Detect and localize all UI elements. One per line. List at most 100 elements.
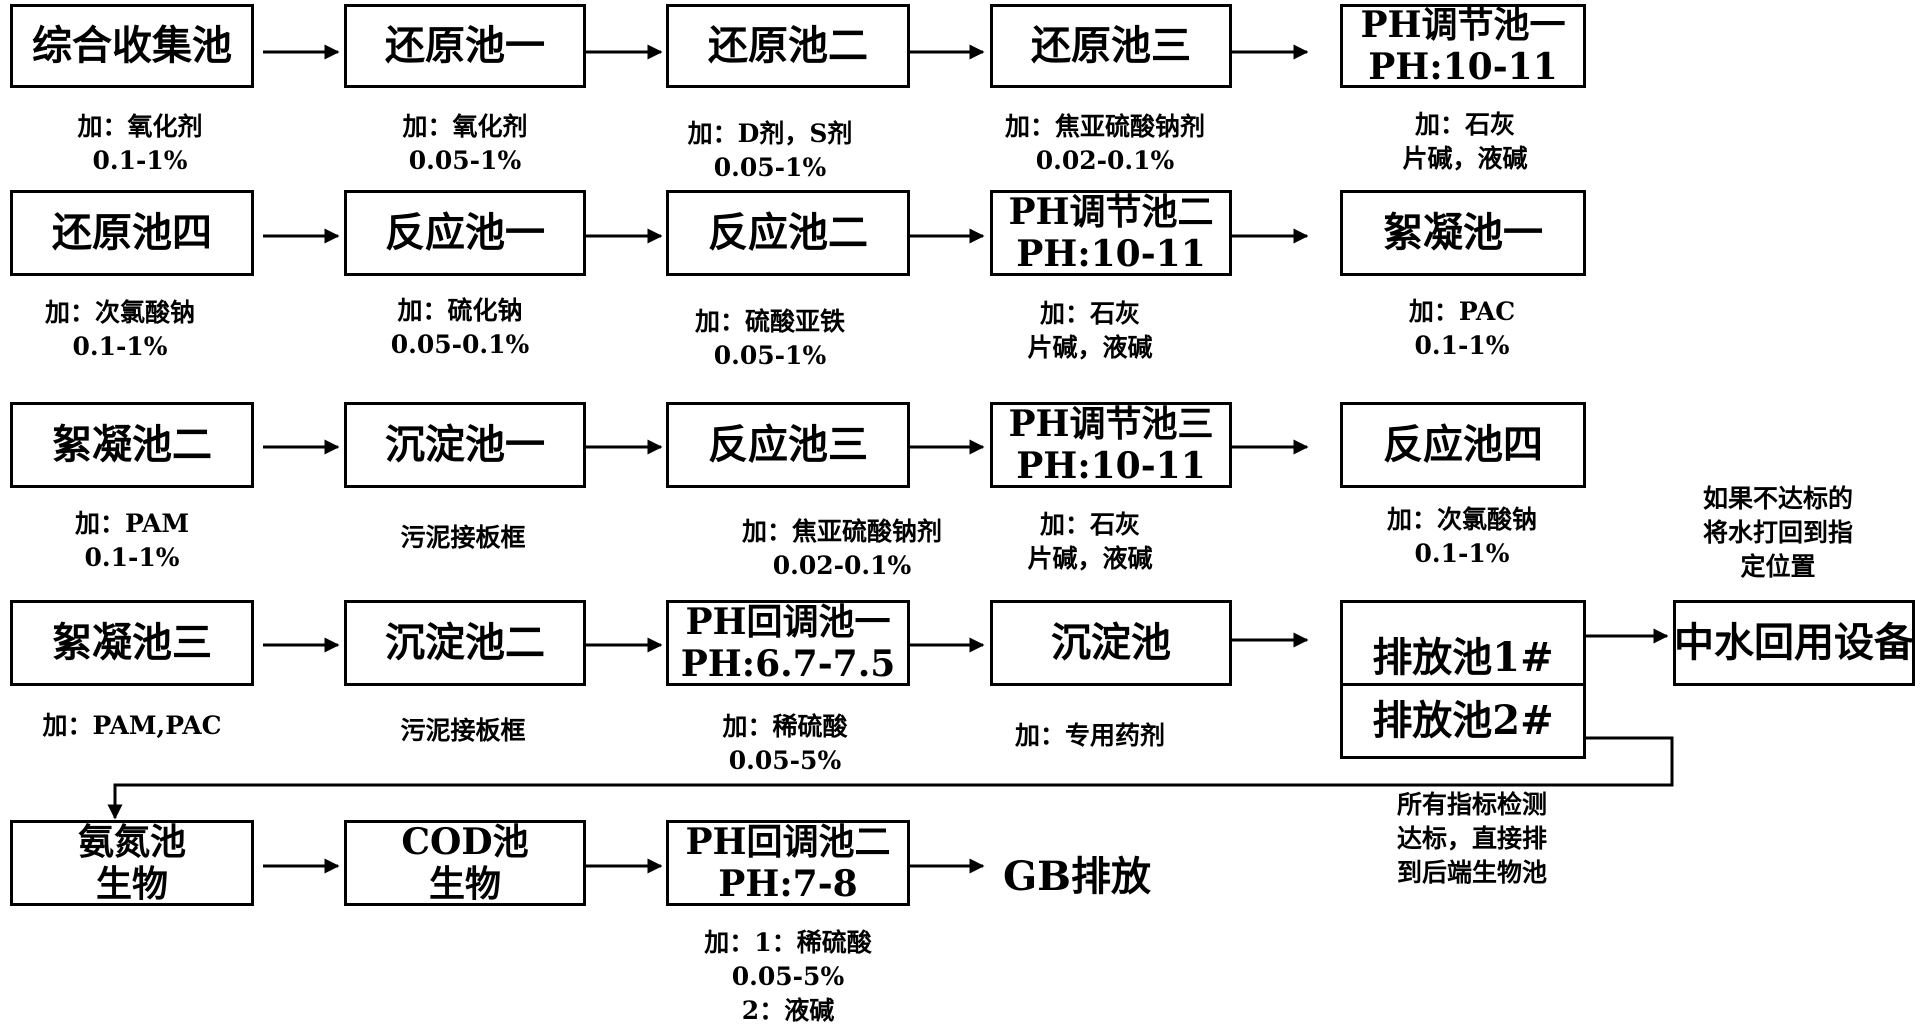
pool-ph-adjust-2-name: PH调节池二	[1008, 191, 1214, 233]
note-line: 片碱，液碱	[1027, 544, 1153, 573]
note-line: 加：硫酸亚铁	[694, 307, 846, 336]
note-line: 0.1-1%	[92, 146, 188, 175]
note-flocculation-3: 加：PAM,PAC	[42, 709, 221, 743]
note-reaction-3: 加：焦亚硫酸钠剂 0.02-0.1%	[742, 515, 942, 583]
pool-ph-adjust-3-name: PH调节池三	[1008, 403, 1214, 445]
note-line: 加：焦亚硫酸钠剂	[741, 517, 943, 546]
pool-reaction-3: 反应池三	[666, 402, 910, 488]
note-line: 加：氧化剂	[402, 112, 528, 141]
pool-discharge-2: 排放池2#	[1340, 683, 1586, 759]
note-reaction-2: 加：硫酸亚铁 0.05-1%	[695, 305, 845, 373]
note-line: 0.02-0.1%	[1035, 146, 1175, 175]
pool-ammonia-nitrogen-bio-type: 生物	[95, 863, 168, 905]
arrow-return-to-bio	[107, 736, 1674, 820]
note-line: 达标，直接排	[1396, 824, 1548, 853]
pool-reduction-4: 还原池四	[10, 190, 254, 276]
note-line: 0.1-1%	[1414, 539, 1510, 568]
pool-ph-adjust-1-name: PH调节池一	[1360, 4, 1566, 46]
note-line: 0.05-1%	[408, 146, 522, 175]
note-line: 加：石灰	[1039, 299, 1141, 328]
note-bio-condition: 所有指标检测 达标，直接排 到后端生物池	[1397, 788, 1547, 890]
pool-ph-adjust-3: PH调节池三 PH:10-11	[990, 402, 1232, 488]
pool-reaction-2: 反应池二	[666, 190, 910, 276]
pool-ph-callback-1: PH回调池一 PH:6.7-7.5	[666, 600, 910, 686]
note-line: 加：次氯酸钠	[44, 298, 196, 327]
note-sedimentation: 加：专用药剂	[1015, 719, 1165, 753]
note-line: 到后端生物池	[1396, 858, 1548, 887]
note-line: 片碱，液碱	[1027, 333, 1153, 362]
gb-discharge-label: GB排放	[1003, 853, 1151, 900]
note-line: 加：专用药剂	[1014, 721, 1166, 750]
note-ph-adjust-3: 加：石灰 片碱，液碱	[1027, 508, 1152, 576]
pool-ph-adjust-2-ph: PH:10-11	[1016, 233, 1206, 275]
pool-sedimentation-2: 沉淀池二	[344, 600, 586, 686]
pool-sedimentation-1: 沉淀池一	[344, 402, 586, 488]
pool-cod-bio-name: COD池	[401, 821, 529, 863]
pool-flocculation-3: 絮凝池三	[10, 600, 254, 686]
note-line: 加：1：稀硫酸	[704, 928, 872, 957]
note-reaction-1: 加：硫化钠 0.05-0.1%	[391, 294, 530, 362]
pool-reduction-2: 还原池二	[666, 4, 910, 88]
pool-reduction-3: 还原池三	[990, 4, 1232, 88]
pool-ammonia-nitrogen-bio: 氨氮池 生物	[10, 820, 254, 906]
note-line: 如果不达标的	[1702, 484, 1854, 513]
note-line: 加：PAC	[1408, 297, 1516, 326]
note-line: 加：焦亚硫酸钠剂	[1004, 112, 1206, 141]
note-line: 0.1-1%	[84, 543, 180, 572]
note-line: 加：D剂，S剂	[687, 119, 853, 148]
note-line: 0.05-5%	[731, 962, 845, 991]
pool-ammonia-nitrogen-bio-name: 氨氮池	[77, 821, 186, 863]
note-ph-callback-1: 加：稀硫酸 0.05-5%	[722, 710, 847, 778]
pool-flocculation-2: 絮凝池二	[10, 402, 254, 488]
note-line: 0.05-1%	[713, 153, 827, 182]
note-reduction-3: 加：焦亚硫酸钠剂 0.02-0.1%	[1005, 110, 1205, 178]
pool-reaction-1: 反应池一	[344, 190, 586, 276]
note-line: 0.1-1%	[1414, 331, 1510, 360]
note-line: 污泥接板框	[400, 523, 526, 552]
pool-ph-callback-1-ph: PH:6.7-7.5	[680, 643, 896, 685]
note-line: 加：稀硫酸	[722, 712, 848, 741]
note-ph-callback-2: 加：1：稀硫酸 0.05-5% 2：液碱	[704, 926, 871, 1028]
note-line: 2：液碱	[741, 996, 835, 1025]
pool-cod-bio-type: 生物	[428, 863, 501, 905]
note-reuse-condition: 如果不达标的 将水打回到指 定位置	[1703, 482, 1853, 584]
pool-ph-adjust-2: PH调节池二 PH:10-11	[990, 190, 1232, 276]
pool-ph-adjust-1-ph: PH:10-11	[1368, 46, 1558, 88]
pool-reaction-4: 反应池四	[1340, 402, 1586, 488]
pool-cod-bio: COD池 生物	[344, 820, 586, 906]
note-line: 0.05-1%	[713, 341, 827, 370]
note-sedimentation-1: 污泥接板框	[400, 521, 525, 555]
pool-discharge-1: 排放池1#	[1340, 600, 1586, 686]
note-flocculation-2: 加：PAM 0.1-1%	[75, 507, 189, 575]
pool-ph-adjust-1: PH调节池一 PH:10-11	[1340, 4, 1586, 88]
pool-comprehensive-collection: 综合收集池	[10, 4, 254, 88]
note-ph-adjust-2: 加：石灰 片碱，液碱	[1027, 297, 1152, 365]
note-reduction-4: 加：次氯酸钠 0.1-1%	[45, 296, 195, 364]
pool-ph-adjust-3-ph: PH:10-11	[1016, 445, 1206, 487]
note-line: 加：石灰	[1414, 110, 1516, 139]
note-comprehensive-collection: 加：氧化剂 0.1-1%	[77, 110, 202, 178]
note-line: 片碱，液碱	[1402, 144, 1528, 173]
note-line: 加：次氯酸钠	[1386, 505, 1538, 534]
reclaimed-water-reuse-equipment: 中水回用设备	[1673, 600, 1915, 686]
note-line: 加：氧化剂	[77, 112, 203, 141]
note-line: 0.1-1%	[72, 332, 168, 361]
note-ph-adjust-1: 加：石灰 片碱，液碱	[1402, 108, 1527, 176]
pool-ph-callback-2: PH回调池二 PH:7-8	[666, 820, 910, 906]
note-line: 加：硫化钠	[397, 296, 523, 325]
note-line: 污泥接板框	[400, 716, 526, 745]
note-line: 加：PAM,PAC	[42, 711, 222, 740]
note-line: 将水打回到指	[1702, 518, 1854, 547]
pool-flocculation-1: 絮凝池一	[1340, 190, 1586, 276]
note-sedimentation-2: 污泥接板框	[400, 714, 525, 748]
note-line: 0.05-5%	[728, 746, 842, 775]
note-reaction-4: 加：次氯酸钠 0.1-1%	[1387, 503, 1537, 571]
note-flocculation-1: 加：PAC 0.1-1%	[1409, 295, 1515, 363]
pool-ph-callback-2-name: PH回调池二	[685, 821, 891, 863]
pool-ph-callback-2-ph: PH:7-8	[718, 863, 858, 905]
note-line: 加：石灰	[1039, 510, 1141, 539]
note-line: 0.02-0.1%	[772, 551, 912, 580]
note-line: 定位置	[1740, 552, 1816, 581]
pool-ph-callback-1-name: PH回调池一	[685, 601, 891, 643]
